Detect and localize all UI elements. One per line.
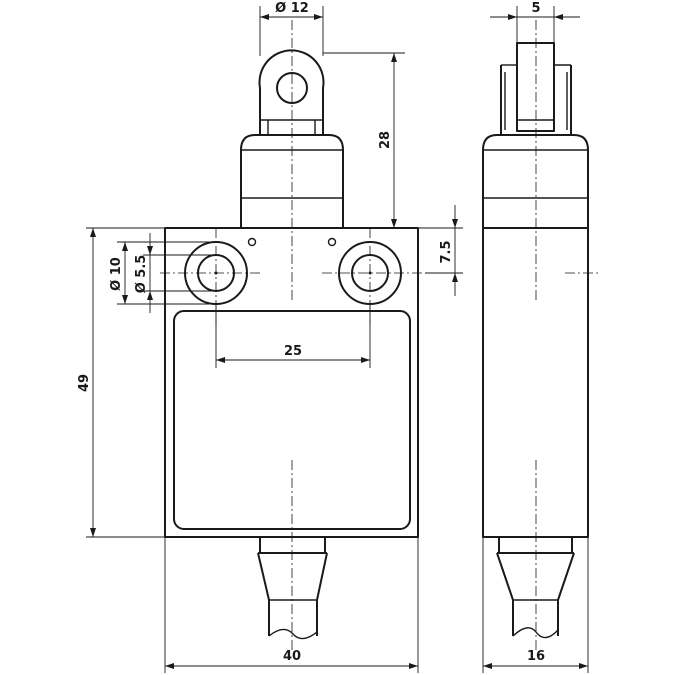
front-dimensions: Ø 12 28 7.5 Ø 10 <box>77 1 463 673</box>
roller-side <box>500 42 572 135</box>
dim-hole-offset: 7.5 <box>418 205 463 296</box>
front-view <box>160 20 425 650</box>
dim-body-width: 40 <box>164 537 419 673</box>
dim-hole-spacing-label: 25 <box>284 344 302 359</box>
dim-actuator-height-label: 28 <box>378 131 393 149</box>
indicator-dot-left <box>247 237 257 247</box>
dim-hole-diameter: Ø 5.5 <box>134 233 216 313</box>
dim-hole-offset-label: 7.5 <box>439 240 454 263</box>
dim-counterbore-diameter-label: Ø 10 <box>109 257 124 291</box>
dim-hole-diameter-label: Ø 5.5 <box>134 255 149 294</box>
dim-roller-width-label: 5 <box>531 1 540 16</box>
switch-body-side <box>482 227 589 538</box>
cable-gland-side <box>496 537 575 639</box>
switch-body <box>164 227 419 538</box>
cable-gland-front <box>257 537 328 640</box>
side-view <box>482 20 600 650</box>
dim-body-depth-label: 16 <box>527 649 545 664</box>
plunger-housing-side <box>482 134 589 229</box>
dim-counterbore-diameter: Ø 10 <box>109 241 216 305</box>
dim-actuator-height: 28 <box>323 52 405 228</box>
roller-pin <box>276 72 308 104</box>
dim-hole-spacing: 25 <box>215 304 371 368</box>
dim-roller-diameter-label: Ø 12 <box>275 1 309 16</box>
roller-actuator <box>258 49 325 136</box>
indicator-dot-right <box>327 237 337 247</box>
dim-body-height-label: 49 <box>77 374 92 392</box>
dim-roller-width: 5 <box>490 1 580 43</box>
dim-body-height: 49 <box>77 227 165 538</box>
dim-body-depth: 16 <box>482 537 589 673</box>
dim-roller-diameter: Ø 12 <box>259 1 324 56</box>
dim-body-width-label: 40 <box>283 649 301 664</box>
side-dimensions: 5 16 <box>482 1 589 673</box>
